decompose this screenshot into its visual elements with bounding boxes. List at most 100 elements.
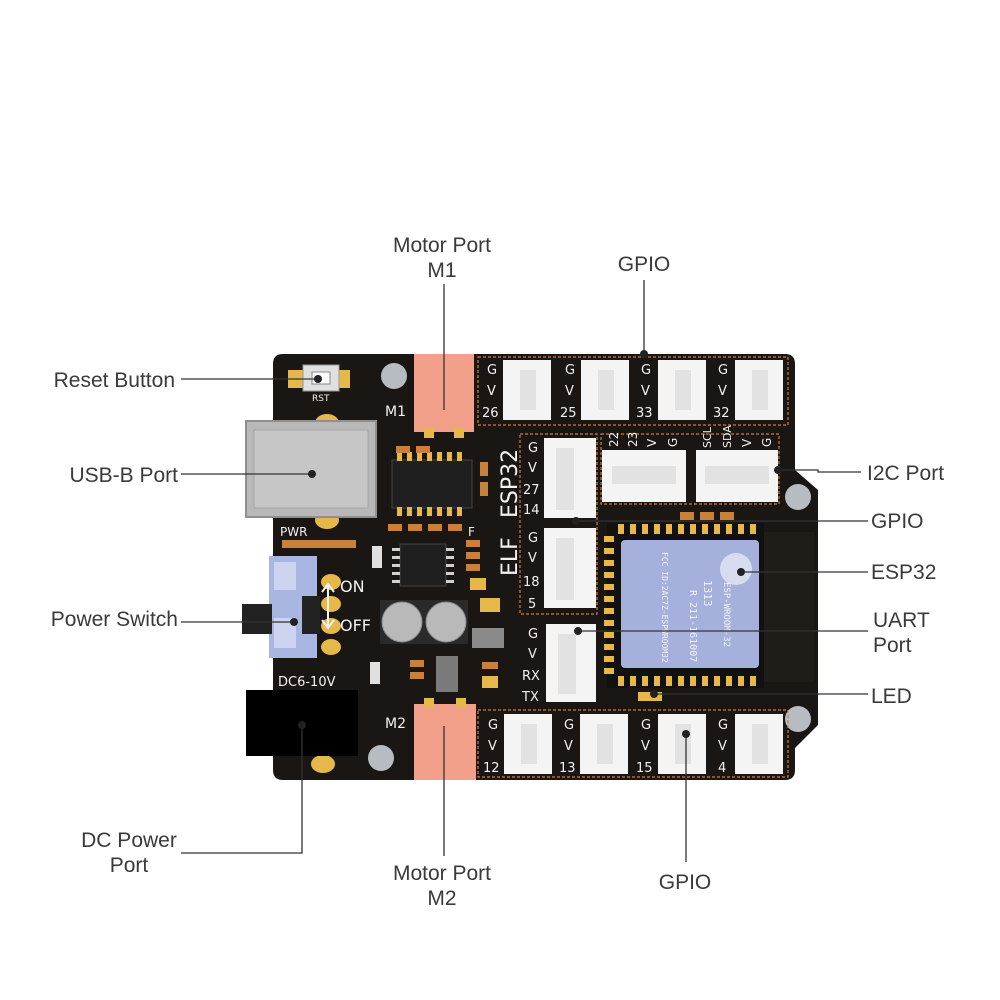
callout-motor-m1-line1: Motor Port [393, 234, 491, 257]
callout-usb-b-port: USB-B Port [69, 464, 178, 487]
gpio-bottom-header-4[interactable] [735, 714, 783, 774]
capacitor-1 [380, 600, 424, 644]
pin-label: 5 [528, 597, 536, 612]
pin-label: 22 [607, 432, 621, 447]
module-antenna-dot [720, 553, 752, 585]
pin-label: G [718, 363, 728, 378]
pin-label: V [487, 384, 496, 399]
pin-label: SDA [721, 425, 734, 448]
pin-label: V [641, 739, 650, 754]
motor-port-m2[interactable] [414, 704, 476, 780]
module-fcc: FCC ID:2AC7Z-ESPWROOM32 [660, 552, 669, 663]
pin-label: TX [521, 690, 539, 705]
pin-label: 33 [636, 406, 653, 421]
motor-m1-tab [454, 428, 464, 438]
dc-pad [311, 755, 335, 773]
gpio-top-header-4[interactable] [735, 360, 783, 420]
module-model: ESP-WROOM-32 [721, 582, 731, 647]
gpio-bottom-header-1[interactable] [504, 714, 552, 774]
mounting-hole [785, 484, 811, 510]
f-mark: F [468, 525, 475, 539]
m2-label: M2 [385, 716, 406, 732]
pin-label: V [641, 384, 650, 399]
gpio-bottom-header-3[interactable] [658, 714, 706, 774]
leader-lines [181, 280, 868, 862]
callout-uart-line1: UART [873, 609, 930, 632]
pin-label: V [740, 438, 754, 447]
gpio-bottom-outline [477, 709, 789, 778]
pin-label: 12 [483, 761, 500, 776]
pin-label: G [760, 438, 774, 447]
pwr-label: PWR [280, 525, 307, 539]
off-label: OFF [340, 616, 371, 635]
callout-uart-line2: Port [873, 634, 912, 657]
pin-label: 4 [718, 761, 726, 776]
pin-label: G [564, 718, 574, 733]
i2c-header[interactable] [696, 450, 778, 502]
pin-label: V [528, 461, 537, 476]
gpio-top-header-2[interactable] [581, 360, 629, 420]
gpio-side-header-upper[interactable] [544, 438, 596, 518]
onboard-led [638, 692, 662, 701]
pin-label: V [645, 438, 659, 447]
gpio-side-outline [519, 433, 598, 615]
mounting-hole [785, 706, 811, 732]
callout-motor-m2-line2: M2 [427, 887, 456, 910]
pin-label: V [718, 739, 727, 754]
pwr-led [282, 540, 356, 548]
uart-header[interactable] [546, 624, 596, 702]
pin-label: V [528, 551, 537, 566]
usb-b-inner [253, 429, 369, 509]
m1-label: M1 [385, 404, 406, 420]
pin-label: G [488, 718, 498, 733]
gpio-side-header-lower[interactable] [544, 528, 596, 608]
pin-label: 13 [559, 761, 576, 776]
pin-label: 25 [560, 406, 577, 421]
brand-esp32: ESP32 [498, 449, 523, 518]
gpio-top-header-1[interactable] [503, 360, 551, 420]
pin-label: 18 [523, 575, 540, 590]
pin-label: G [528, 531, 538, 546]
callout-gpio-mid: GPIO [871, 510, 924, 533]
capacitor-2 [424, 600, 468, 644]
driver-ic-2 [392, 543, 454, 587]
callout-power-switch: Power Switch [51, 608, 178, 631]
motor-m2-tab [424, 698, 434, 708]
pin-label: RX [522, 669, 540, 684]
pin-label: SCL [701, 426, 714, 448]
callout-gpio-bottom: GPIO [659, 871, 712, 894]
switch-arrow-icon [321, 582, 335, 630]
callout-dc-power-line1: DC Power [81, 829, 177, 852]
pin-label: 26 [482, 406, 499, 421]
gpio-top-outline [477, 356, 789, 426]
gpio-22-23-header[interactable] [602, 450, 686, 502]
esp32-module [604, 523, 764, 688]
callout-reset-button: Reset Button [54, 369, 175, 392]
pin-label: 14 [523, 503, 540, 518]
pin-label: G [528, 627, 538, 642]
pin-label: G [718, 718, 728, 733]
driver-ic-1 [391, 452, 473, 516]
smd-components [370, 446, 734, 692]
pin-label: V [718, 384, 727, 399]
motor-m1-tab [424, 428, 434, 438]
power-switch[interactable] [242, 556, 320, 658]
callout-motor-m2-line1: Motor Port [393, 862, 491, 885]
switch-pad [321, 596, 341, 612]
callout-dc-power-line2: Port [110, 854, 149, 877]
gpio-top-header-3[interactable] [658, 360, 706, 420]
callout-gpio-top: GPIO [618, 253, 671, 276]
module-code: 1313 [701, 580, 714, 607]
callout-esp32: ESP32 [871, 561, 936, 584]
brand-elf: ELF [498, 537, 523, 576]
pin-label: 15 [636, 761, 653, 776]
switch-pad [321, 618, 341, 634]
pin-label: 23 [626, 432, 640, 447]
pin-label: G [565, 363, 575, 378]
pin-label: G [666, 438, 680, 447]
callout-i2c-port: I2C Port [867, 462, 944, 485]
gpio-bottom-header-2[interactable] [580, 714, 628, 774]
callout-led: LED [871, 685, 912, 708]
